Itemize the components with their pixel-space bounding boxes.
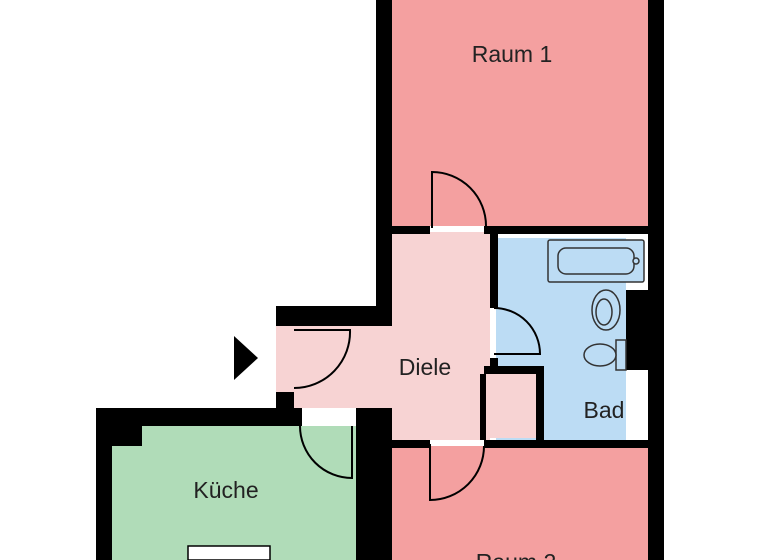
wall-raum1-left (376, 0, 392, 236)
wall-raum1-bottom-right (484, 226, 664, 234)
room-raum-2-fill (392, 446, 649, 560)
wall-diele-left-lower (376, 408, 392, 560)
door-raum-1 (431, 170, 487, 228)
wall-kueche-top (96, 408, 302, 426)
door-raum-2 (429, 444, 485, 502)
room-raum-1-fill (392, 0, 649, 226)
wall-bad-right (648, 234, 664, 446)
wall-raum1-bottom-left (376, 226, 430, 234)
door-kueche (299, 425, 353, 480)
entrance-arrow-icon (234, 336, 258, 380)
toilet-icon (583, 339, 627, 371)
room-label-raum-1: Raum 1 (472, 41, 553, 67)
wall-kueche-inner-step (112, 426, 142, 446)
doors (293, 170, 542, 502)
wall-entrance-left (276, 306, 292, 326)
entrance-landing-fill (276, 326, 294, 394)
wall-abstell-top (484, 366, 542, 374)
wall-diele-bad-upper (490, 232, 498, 308)
room-label-bad: Bad (584, 397, 625, 423)
room-abstellraum-fill (486, 374, 536, 438)
door-entrance (293, 329, 352, 389)
wall-abstell-left (480, 374, 486, 440)
walls (96, 0, 664, 560)
bathtub-icon (547, 239, 645, 283)
wall-raum1-right (648, 0, 664, 238)
wall-corridor-top (276, 306, 392, 326)
wall-entrance-bottom (276, 392, 294, 408)
wall-raum2-right (648, 440, 664, 560)
wall-abstell-right (536, 366, 544, 440)
room-label-diele: Diele (399, 354, 451, 380)
sink-icon (591, 289, 621, 331)
door-bad (493, 307, 542, 355)
wall-diele-left-upper (376, 226, 392, 306)
wall-bad-notch (626, 290, 648, 370)
room-kueche-fill (112, 426, 362, 560)
window-kueche (187, 545, 271, 560)
wall-raum2-top-left (376, 440, 430, 448)
room-label-kueche: Küche (193, 477, 258, 503)
wall-raum2-top-right (484, 440, 664, 448)
wall-kueche-left (96, 408, 112, 560)
room-diele-fill (292, 232, 490, 440)
room-label-raum-2: Raum 2 (476, 549, 557, 560)
